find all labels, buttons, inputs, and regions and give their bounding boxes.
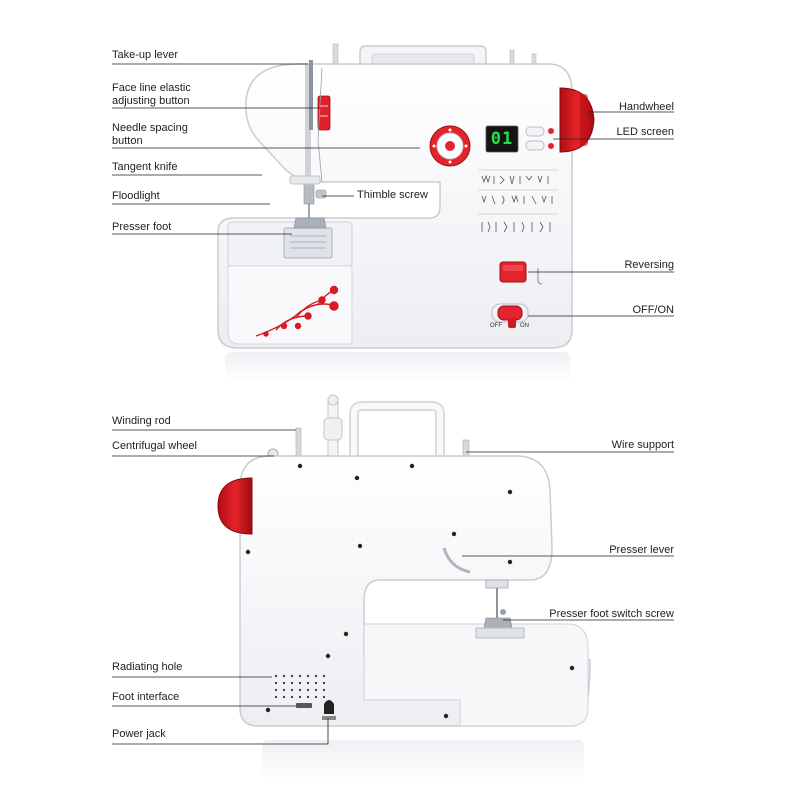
needle-bar bbox=[303, 181, 315, 205]
rear-handwheel bbox=[217, 477, 253, 535]
thimble-screw-part bbox=[315, 189, 327, 199]
label-tangent-knife: Tangent knife bbox=[112, 161, 178, 173]
foot-interface-port bbox=[296, 703, 312, 708]
label-centrifugal-wheel: Centrifugal wheel bbox=[112, 440, 197, 452]
accessory-box bbox=[227, 265, 353, 345]
led-display bbox=[485, 125, 519, 153]
rear-screws bbox=[245, 463, 575, 719]
take-up-lever bbox=[309, 60, 313, 130]
winding-rod-part bbox=[295, 427, 302, 459]
label-led-screen: LED screen bbox=[616, 126, 674, 138]
label-thimble-screw: Thimble screw bbox=[357, 189, 428, 201]
led-digits: 01 bbox=[490, 129, 514, 149]
rear-view-machine bbox=[217, 394, 591, 780]
leader-lines bbox=[112, 63, 674, 745]
switch-on-mark: ON bbox=[520, 323, 529, 329]
face-line-knob bbox=[317, 95, 331, 131]
front-reflection bbox=[225, 352, 570, 382]
label-winding-rod: Winding rod bbox=[112, 415, 171, 427]
take-up-lever-slot bbox=[305, 64, 311, 182]
switch-off-mark: OFF bbox=[490, 323, 502, 329]
presser-foot-screw-part bbox=[500, 609, 506, 615]
label-presser-foot-switch-screw: Presser foot switch screw bbox=[549, 608, 674, 620]
power-switch bbox=[491, 303, 529, 328]
front-view-machine bbox=[217, 43, 595, 382]
led-button-down bbox=[525, 140, 545, 151]
front-handwheel bbox=[559, 87, 595, 153]
label-off-on: OFF/ON bbox=[632, 304, 674, 316]
label-floodlight: Floodlight bbox=[112, 190, 160, 202]
power-jack-port bbox=[324, 700, 334, 714]
led-button-up bbox=[525, 126, 545, 137]
label-reversing: Reversing bbox=[624, 259, 674, 271]
label-face-line-line1: Face line elastic bbox=[112, 82, 191, 94]
label-needle-spacing-line1: Needle spacing bbox=[112, 122, 188, 134]
stitch-pattern-chart bbox=[478, 169, 558, 233]
radiating-hole-grid bbox=[274, 674, 326, 699]
stitch-selector-dial bbox=[429, 125, 471, 167]
rear-reflection bbox=[262, 740, 584, 780]
label-presser-foot: Presser foot bbox=[112, 221, 172, 233]
label-power-jack: Power jack bbox=[112, 728, 166, 740]
label-radiating-hole: Radiating hole bbox=[112, 661, 183, 673]
presser-lever-part bbox=[442, 547, 471, 574]
label-needle-spacing-line2: button bbox=[112, 135, 143, 147]
label-wire-support: Wire support bbox=[611, 439, 674, 451]
needle-plate bbox=[283, 227, 333, 259]
label-face-line-line2: adjusting button bbox=[112, 95, 190, 107]
label-handwheel: Handwheel bbox=[618, 101, 674, 113]
label-take-up-lever: Take-up lever bbox=[112, 49, 179, 61]
presser-foot-shape bbox=[293, 217, 327, 229]
label-foot-interface: Foot interface bbox=[112, 691, 180, 703]
label-presser-lever: Presser lever bbox=[609, 544, 674, 556]
floral-decoration bbox=[255, 285, 339, 337]
